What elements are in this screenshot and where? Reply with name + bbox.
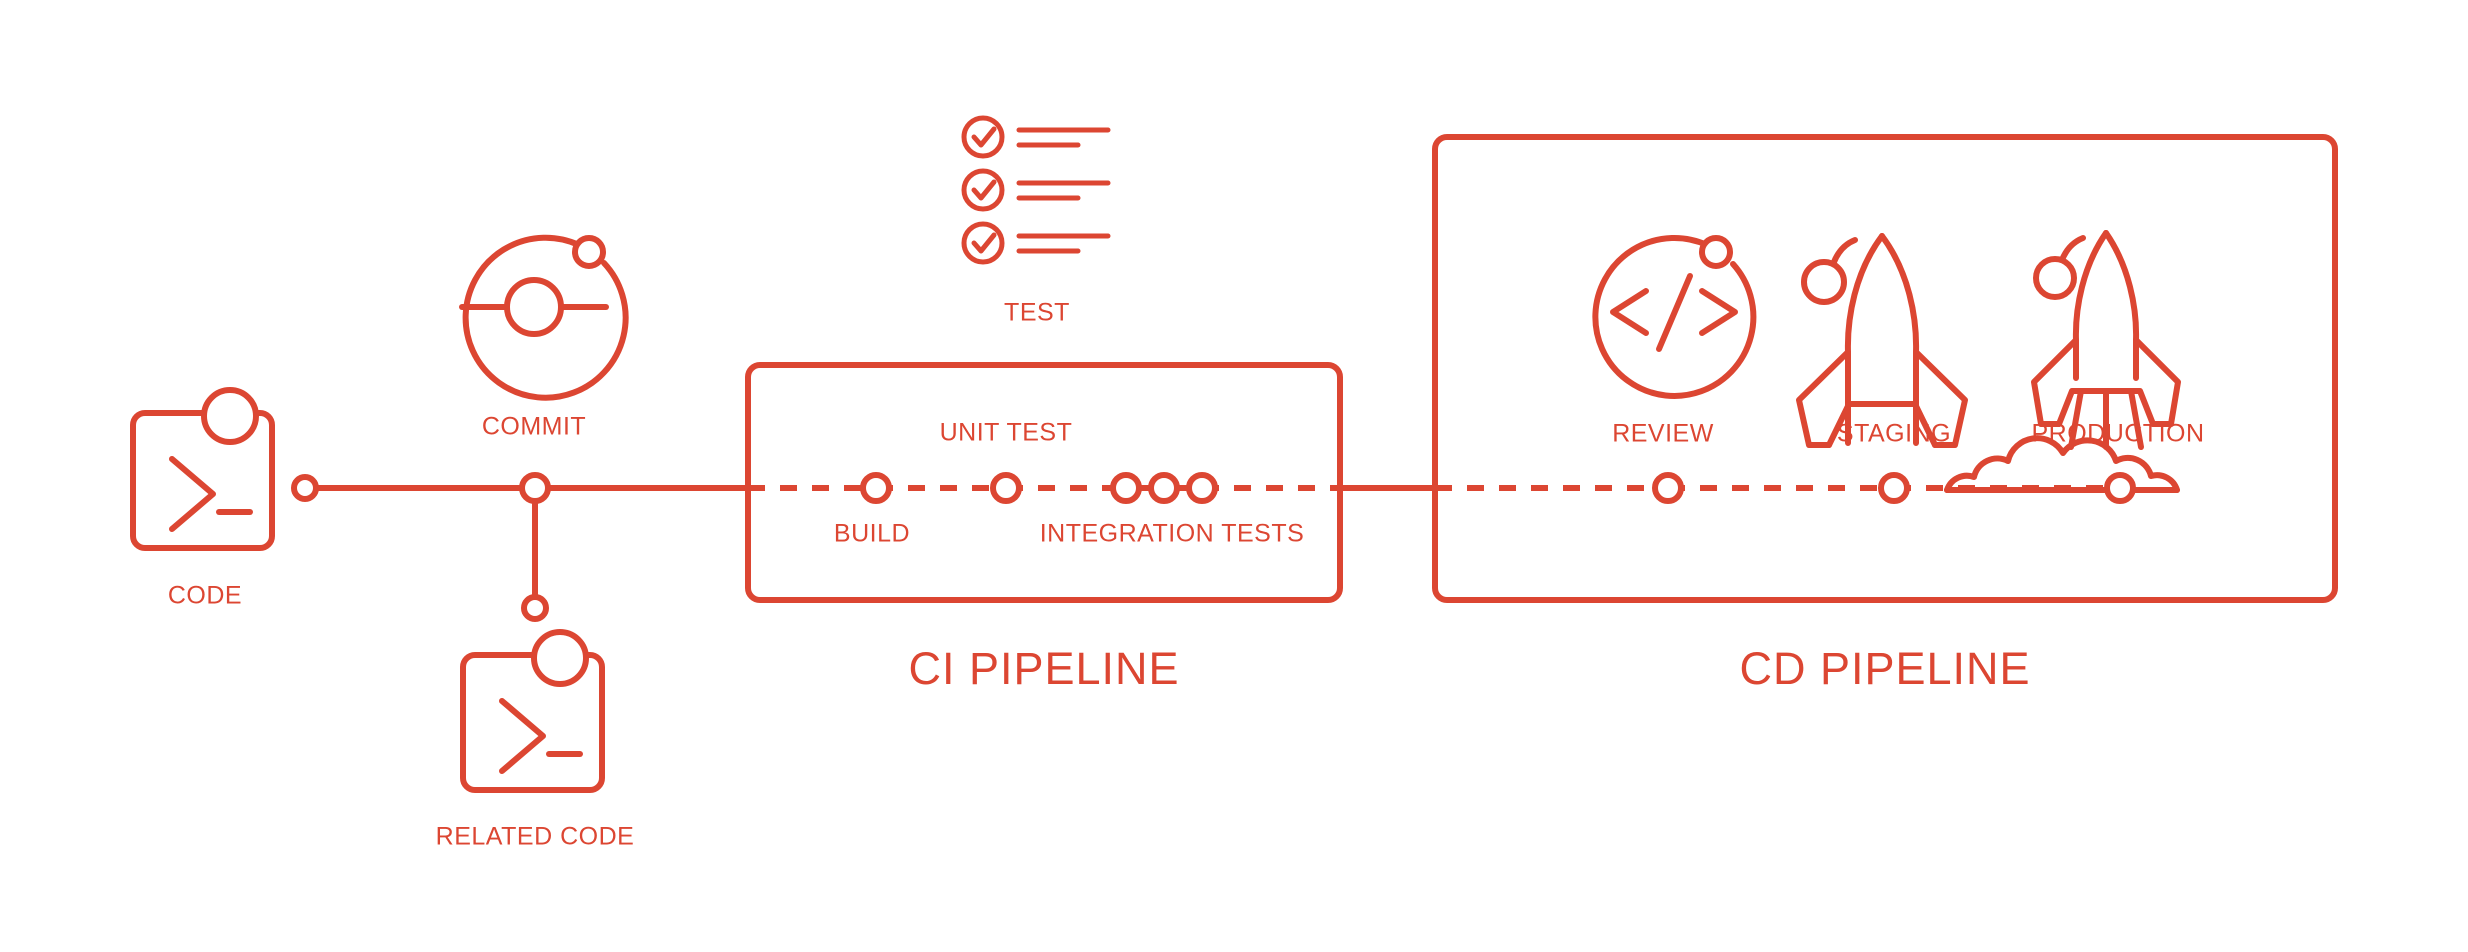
- node-build[interactable]: [860, 472, 892, 504]
- node-integration-test-2[interactable]: [1148, 472, 1180, 504]
- node-review[interactable]: [1652, 472, 1684, 504]
- commit-stage: COMMIT: [459, 234, 629, 504]
- node-integration-test-3[interactable]: [1186, 472, 1218, 504]
- production-stage: PRODUCTION: [1944, 230, 2204, 504]
- review-stage: REVIEW: [1592, 235, 1757, 504]
- label-related-code: RELATED CODE: [436, 823, 635, 851]
- label-review: REVIEW: [1612, 420, 1714, 448]
- label-test: TEST: [1004, 299, 1070, 327]
- label-build: BUILD: [834, 520, 910, 548]
- rocket-icon: [1796, 233, 1968, 448]
- cd-pipeline-box: [1432, 134, 2338, 603]
- node-commit[interactable]: [519, 472, 551, 504]
- node-code[interactable]: [291, 474, 319, 502]
- related-code-stage: RELATED CODE: [436, 594, 635, 851]
- checklist-icon: [961, 115, 1111, 265]
- label-production: PRODUCTION: [2031, 420, 2204, 448]
- label-unit-test: UNIT TEST: [940, 419, 1073, 447]
- terminal-code-icon: [460, 629, 605, 793]
- code-review-circle-icon: [1592, 235, 1757, 399]
- node-production[interactable]: [2104, 472, 2136, 504]
- ci-pipeline-box: [745, 362, 1343, 603]
- terminal-code-icon: [130, 387, 275, 551]
- test-stage: TEST: [961, 115, 1111, 327]
- node-integration-test-1[interactable]: [1110, 472, 1142, 504]
- label-commit: COMMIT: [482, 413, 586, 441]
- commit-orbit-icon: [459, 234, 629, 401]
- label-integration-tests: INTEGRATION TESTS: [1040, 520, 1305, 548]
- node-related-code[interactable]: [521, 594, 549, 622]
- label-ci-pipeline: CI PIPELINE: [908, 643, 1179, 694]
- label-code: CODE: [168, 582, 242, 610]
- ci-pipeline-stages: BUILD UNIT TEST INTEGRATION TESTS: [834, 419, 1304, 548]
- rocket-launch-icon: [1944, 230, 2181, 493]
- label-staging: STAGING: [1837, 420, 1951, 448]
- node-staging[interactable]: [1878, 472, 1910, 504]
- label-cd-pipeline: CD PIPELINE: [1739, 643, 2030, 694]
- node-unit-test[interactable]: [990, 472, 1022, 504]
- staging-stage: STAGING: [1796, 233, 1968, 504]
- code-stage: CODE: [130, 387, 319, 610]
